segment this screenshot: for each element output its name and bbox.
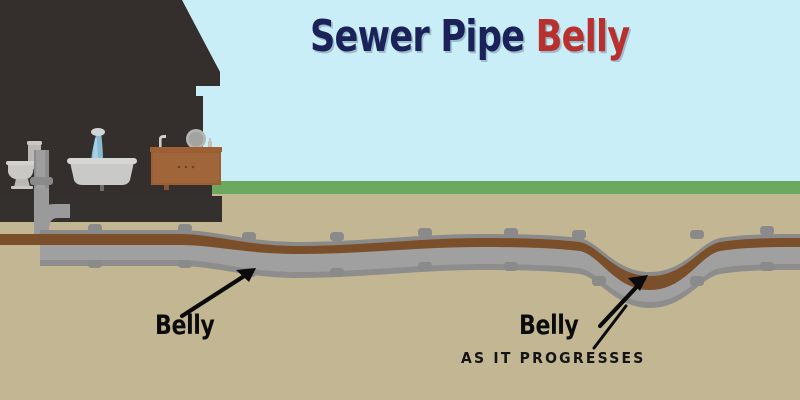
title-part-primary: Sewer Pipe bbox=[310, 11, 536, 62]
belly-2-leader bbox=[592, 304, 628, 350]
title-part-accent: Belly bbox=[535, 11, 631, 62]
bathtub-icon bbox=[64, 128, 140, 191]
belly-2-arrow bbox=[597, 275, 648, 329]
sink-vanity-icon bbox=[150, 128, 222, 190]
sewer-pipe bbox=[0, 150, 800, 400]
belly-1-arrow bbox=[179, 268, 256, 319]
belly-2-sublabel: AS IT PROGRESSES bbox=[461, 349, 646, 367]
belly-1-label: Belly bbox=[155, 310, 215, 341]
page-title: Sewer Pipe Belly bbox=[310, 11, 630, 64]
toilet-icon bbox=[4, 138, 50, 189]
belly-2-label: Belly bbox=[519, 310, 579, 341]
